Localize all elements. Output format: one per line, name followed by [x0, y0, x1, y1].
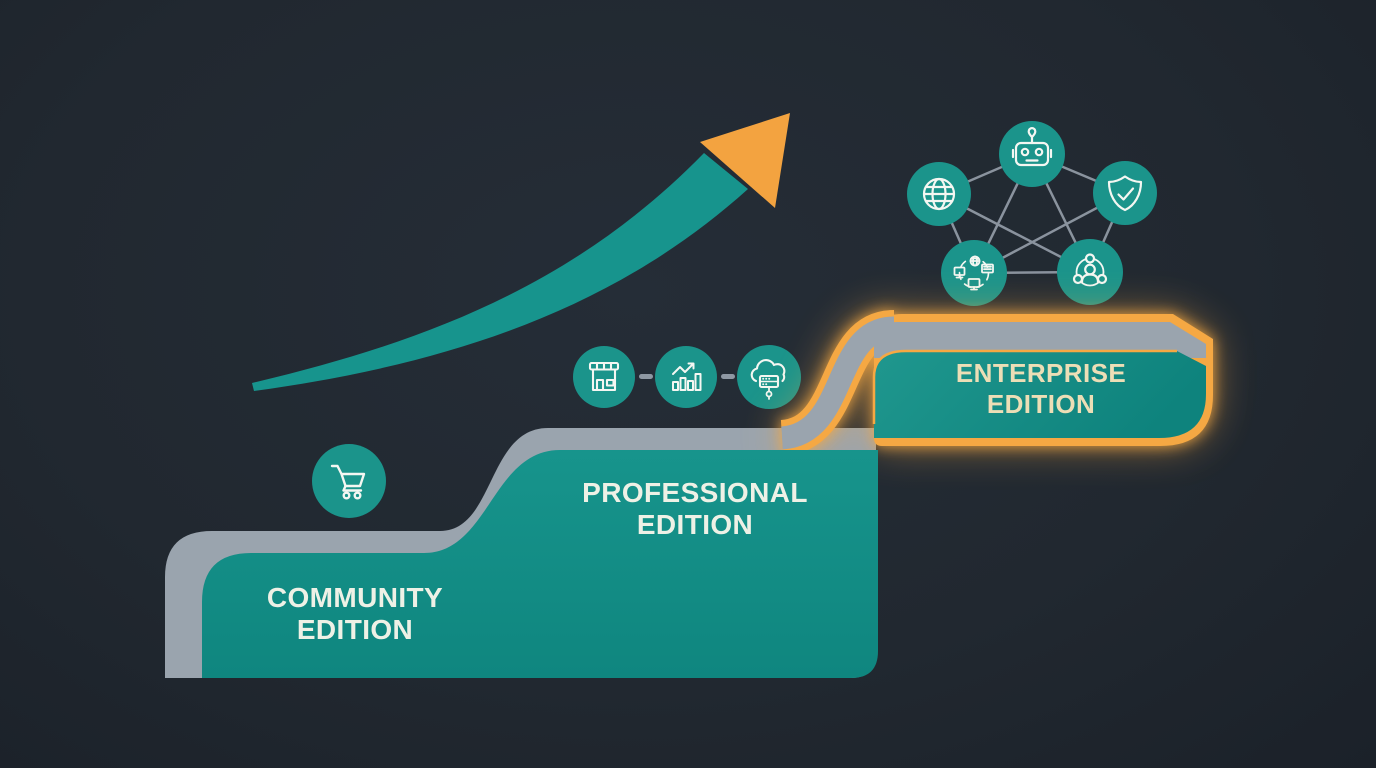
enterprise-gray-band	[874, 322, 1206, 358]
globe-icon	[907, 162, 971, 226]
user-group-icon	[1057, 239, 1123, 305]
growth-chart-icon	[655, 346, 717, 408]
enterprise-inner-orange-line	[872, 349, 1177, 424]
cloud-server-icon	[737, 345, 801, 409]
growth-arrow-shaft	[252, 153, 748, 391]
community-edition-label: COMMUNITY EDITION	[155, 582, 555, 646]
icon-connector-dash	[639, 374, 653, 379]
storefront-icon	[573, 346, 635, 408]
icon-connector-dash	[721, 374, 735, 379]
shopping-cart-icon	[312, 444, 386, 518]
enterprise-connector-gray	[780, 316, 896, 450]
label-line: EDITION	[296, 614, 414, 645]
professional-edition-label: PROFESSIONAL EDITION	[495, 477, 895, 541]
label-line: PROFESSIONAL	[582, 477, 808, 508]
label-line: ENTERPRISE	[955, 358, 1127, 388]
label-line: EDITION	[636, 509, 754, 540]
growth-arrow-head	[700, 113, 790, 208]
robot-ai-icon	[999, 121, 1065, 187]
growth-arrow	[252, 113, 790, 391]
step-enterprise	[874, 351, 1206, 438]
device-network-icon	[941, 240, 1007, 306]
enterprise-edition-label: ENTERPRISE EDITION	[878, 358, 1204, 420]
label-line: EDITION	[986, 389, 1096, 419]
step-community-professional	[202, 450, 878, 678]
label-line: COMMUNITY	[266, 582, 444, 613]
shield-check-icon	[1093, 161, 1157, 225]
